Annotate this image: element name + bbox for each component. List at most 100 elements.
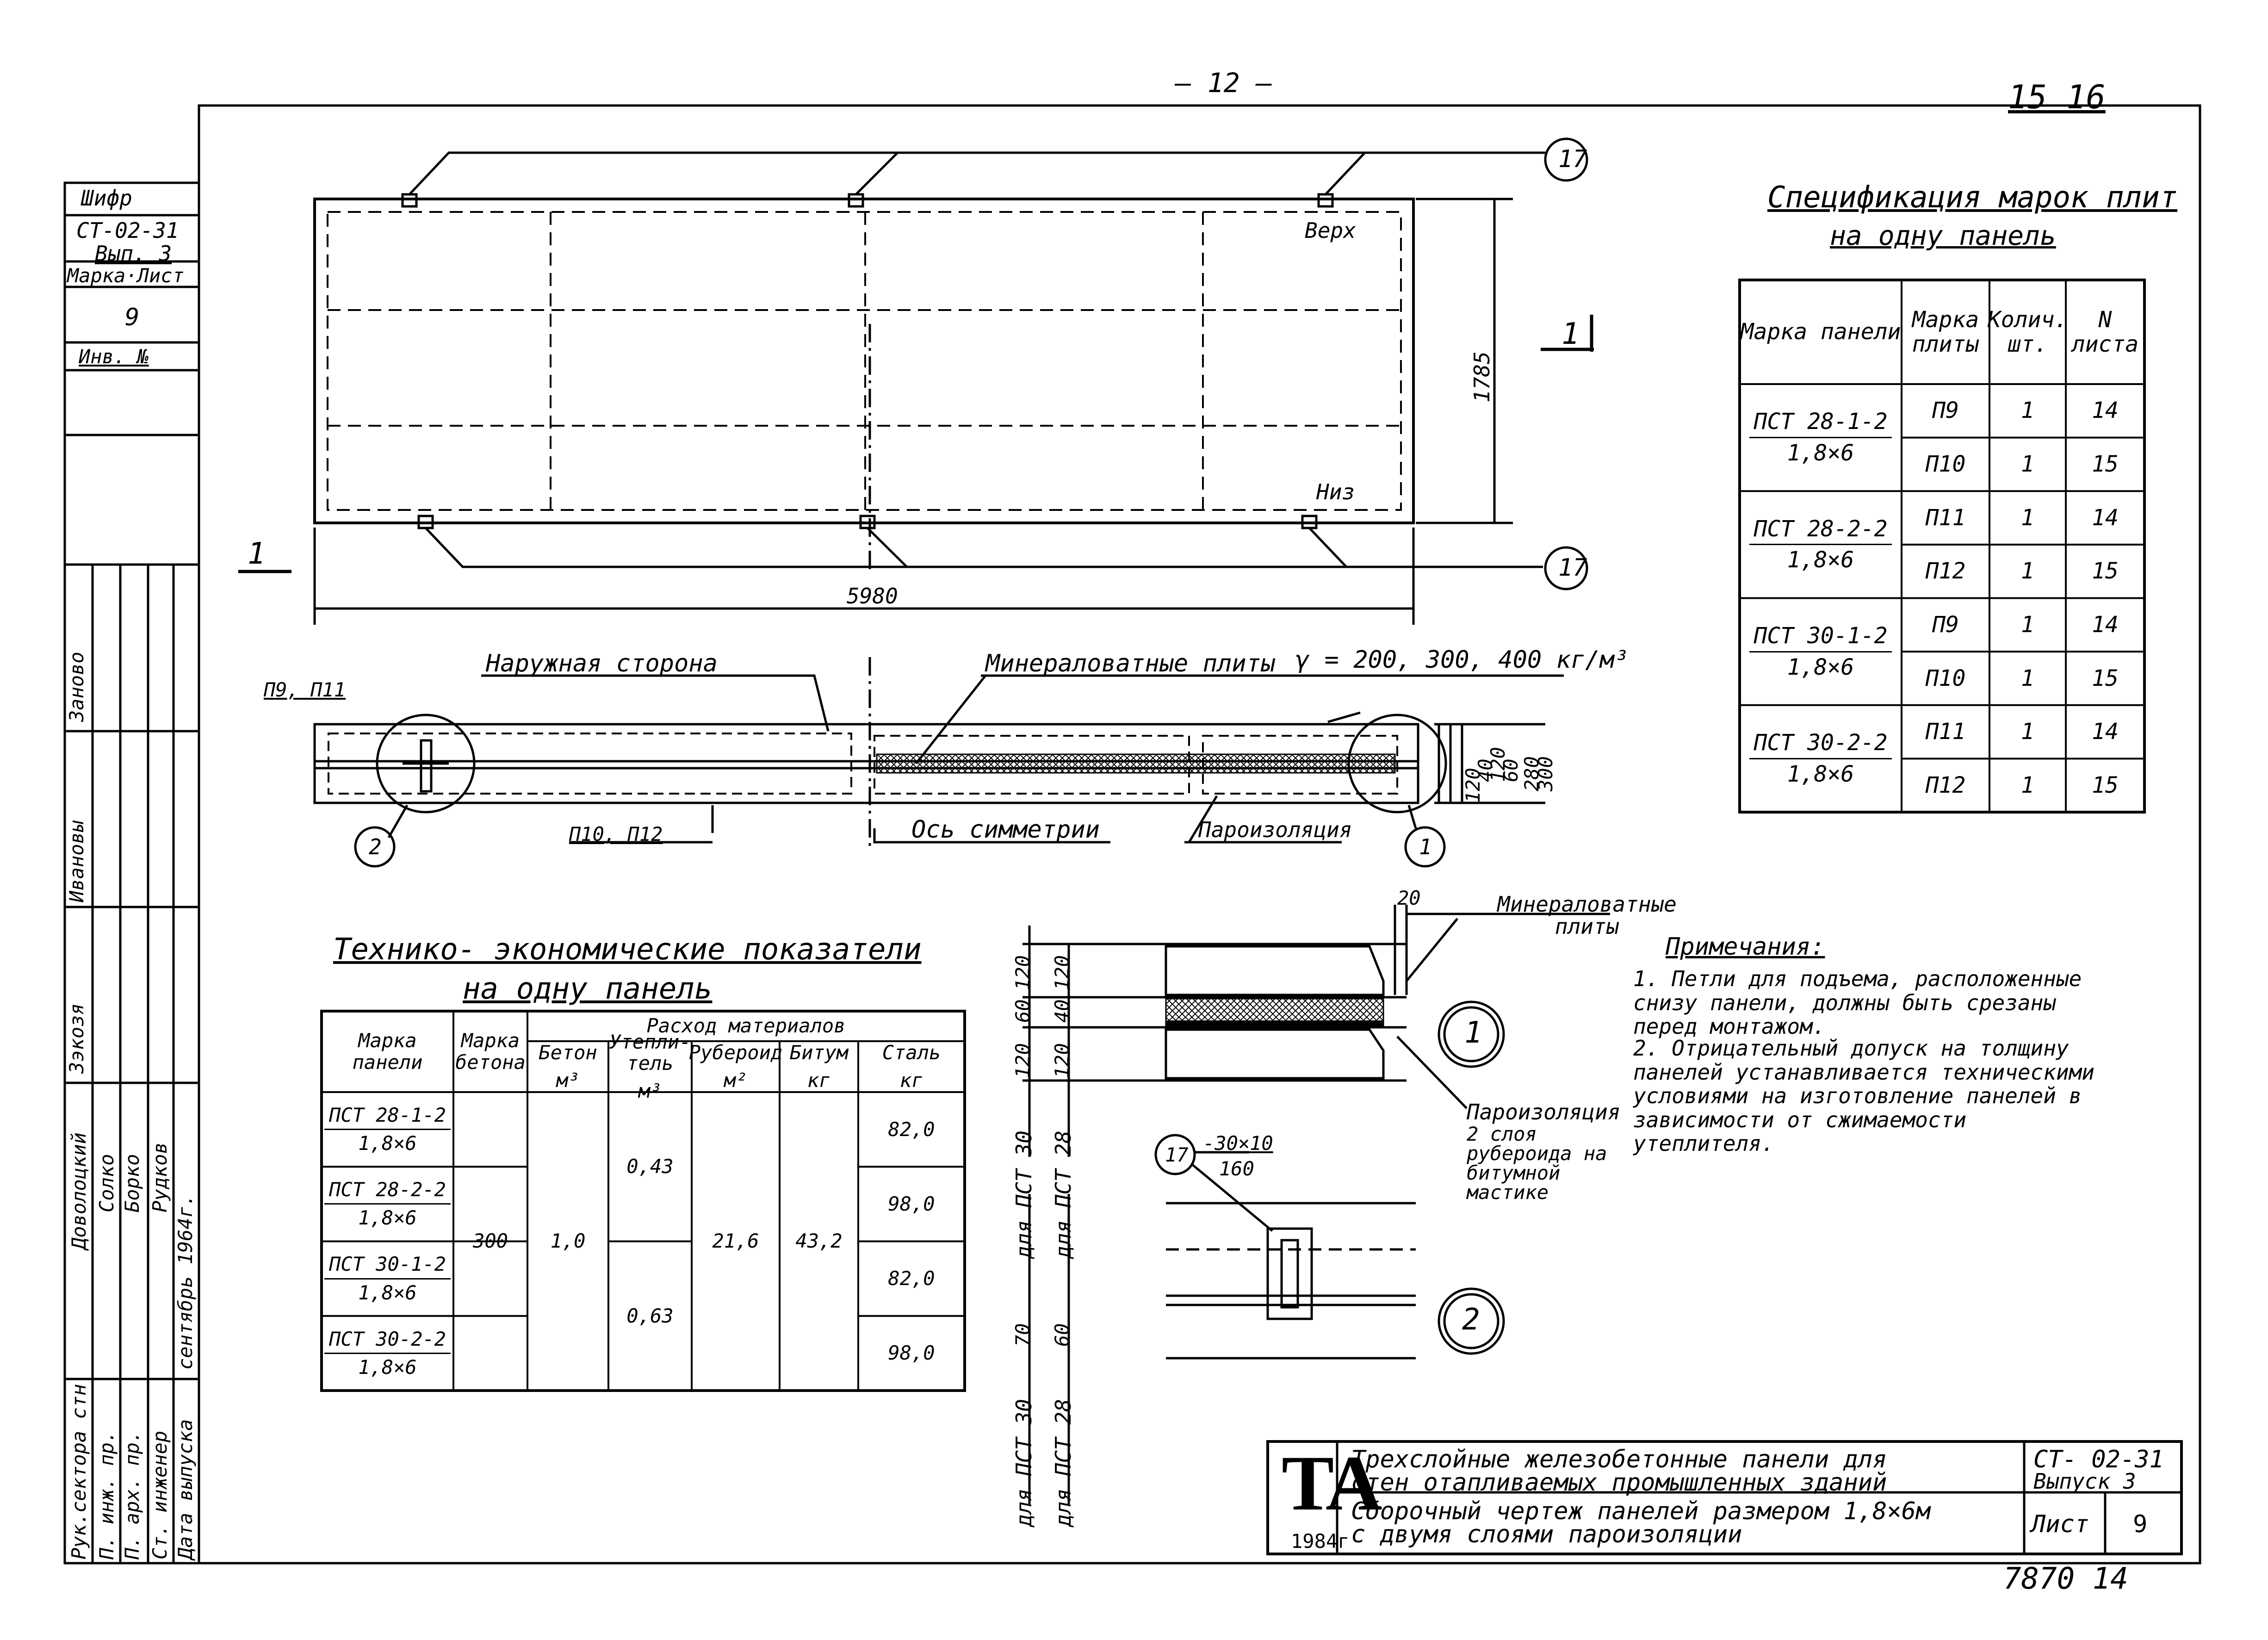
spec-title-1: Спецификация марок плит <box>1767 180 2178 215</box>
tech-title-1: Технико- экономические показатели <box>333 932 922 967</box>
spec-cell: 14 <box>2092 611 2119 638</box>
tech-concrete: 1,0 <box>550 1230 586 1253</box>
detail2-dim-pct28: 60 <box>1051 1323 1073 1347</box>
detail-callout-2: 2 <box>1462 1303 1480 1337</box>
notes-title: Примечания: <box>1666 933 1825 961</box>
stamp-role-2: П. арх. пр. <box>121 1430 143 1559</box>
spec-cell: 1 <box>2021 772 2034 798</box>
spec-header-0: Марка панели <box>1740 319 1901 345</box>
spec-cell: 1 <box>2021 504 2034 531</box>
section-dim-6: 300 <box>1534 756 1557 791</box>
section-callout-left: 2 <box>369 834 382 859</box>
spec-cell: П9 <box>1932 611 1959 638</box>
detail2-for-pct28: для ПСТ 28 <box>1051 1399 1076 1527</box>
stamp-role-4: Дата выпуска <box>174 1419 197 1559</box>
tech-insulation-b: 0,63 <box>626 1304 674 1327</box>
note-2: 2. Отрицательный допуск на толщину панел… <box>1633 1036 2094 1156</box>
detail-vapor-desc: 2 слоя рубероида на битумной мастике <box>1467 1123 1607 1204</box>
subtitle-line-1: Сборочный чертеж панелей размером 1,8×6м <box>1351 1497 1931 1525</box>
spec-cell: П11 <box>1925 719 1966 745</box>
spec-cell: 1 <box>2021 719 2034 745</box>
tech-steel: 82,0 <box>888 1267 935 1290</box>
spec-cell: 14 <box>2092 719 2119 745</box>
stamp-note-2: Зэкозя <box>65 1003 88 1074</box>
title-code: СТ- 02-31 <box>2033 1446 2164 1473</box>
section-symmetry-axis: Ось симметрии <box>911 816 1100 844</box>
detail-dim-pct28-2: 40 <box>1051 999 1073 1023</box>
title-sheet-number: 9 <box>2133 1510 2148 1538</box>
sheet-corner-number: 15 16 <box>2008 78 2106 116</box>
title-line-2: стен отапливаемых промышленных зданий <box>1351 1469 1887 1497</box>
tech-header-materials: Расход материалов <box>646 1014 846 1037</box>
note-1: 1. Петли для подъема, расположенные сниз… <box>1633 966 2082 1039</box>
subtitle-line-2: с двумя слоями пароизоляции <box>1351 1521 1742 1548</box>
stamp-dates: сентябрь 1964г. <box>174 1194 197 1370</box>
spec-cell: 1 <box>2021 558 2034 584</box>
detail2-for-pct30: для ПСТ 30 <box>1011 1399 1036 1527</box>
spec-cell: 1 <box>2021 451 2034 478</box>
tech-header-panel: Марка панели <box>352 1029 423 1074</box>
detail-for-pct28: для ПСТ 28 <box>1051 1131 1076 1259</box>
stamp-inv-label: Инв. № <box>79 345 149 368</box>
stamp-anew: Заново <box>65 652 88 722</box>
title-issue: Выпуск 3 <box>2033 1469 2136 1494</box>
tech-header-concrete-mark: Марка бетона <box>455 1029 526 1074</box>
spec-cell: 14 <box>2092 504 2119 531</box>
detail-callout-17: 17 <box>1165 1143 1189 1166</box>
stamp-cipher-value: СТ-02-31 <box>76 218 179 243</box>
logo-ta: ТА <box>1282 1440 1382 1527</box>
spec-cell: 15 <box>2092 665 2119 691</box>
spec-title-2: на одну панель <box>1830 220 2056 251</box>
spec-cell: П12 <box>1925 558 1966 584</box>
detail-for-pct30: для ПСТ 30 <box>1011 1131 1036 1259</box>
detail-mineral-plates: Минераловатные плиты <box>1497 892 1677 939</box>
spec-header-1: Марка плиты <box>1912 306 1979 357</box>
insulation-hatch <box>876 753 1396 774</box>
spec-cell: 1 <box>2021 398 2034 424</box>
detail-dim-pct30-3: 120 <box>1011 1043 1034 1078</box>
section-outer-side: Наружная сторона <box>486 650 718 677</box>
spec-cell: П9 <box>1932 398 1959 424</box>
section-density: γ = 200, 300, 400 кг/м³ <box>1295 646 1629 674</box>
tech-steel: 98,0 <box>888 1192 935 1215</box>
tech-ruberoid: 21,6 <box>712 1230 759 1253</box>
spec-cell: П11 <box>1925 504 1966 531</box>
spec-cell: 15 <box>2092 451 2119 478</box>
tech-steel: 82,0 <box>888 1118 935 1141</box>
spec-cell: П10 <box>1925 451 1966 478</box>
section-callout-right: 1 <box>1419 834 1432 859</box>
detail2-dim-pct30: 70 <box>1011 1323 1034 1347</box>
stamp-name-3: Рудков <box>149 1142 171 1212</box>
title-sheet-label: Лист <box>2031 1510 2089 1538</box>
plan-callout-bottom: 17 <box>1558 554 1587 582</box>
detail-dim-pct28-1: 120 <box>1051 955 1073 990</box>
detail-dim-pct28-3: 120 <box>1051 1043 1073 1078</box>
stamp-role-1: П. инж. пр. <box>95 1430 118 1559</box>
stamp-name-1: Солко <box>95 1154 118 1212</box>
stamp-issue: Вып. 3 <box>95 241 172 266</box>
section-plates-bottom: П10, П12 <box>569 823 663 845</box>
panel-plan-outline <box>313 198 1415 524</box>
stamp-name-2: Борко <box>121 1154 143 1212</box>
section-dim-4: 60 <box>1500 758 1522 782</box>
section-plates-top: П9, П11 <box>264 678 346 701</box>
plan-callout-top: 17 <box>1558 145 1587 173</box>
tech-steel: 98,0 <box>888 1342 935 1365</box>
detail-plate-len: 160 <box>1219 1157 1254 1180</box>
spec-cell: 1 <box>2021 665 2034 691</box>
spec-header-2: Колич. шт. <box>1987 306 2068 357</box>
plan-label-top: Верх <box>1305 218 1356 243</box>
spec-cell: 15 <box>2092 772 2119 798</box>
spec-cell: П12 <box>1925 772 1966 798</box>
